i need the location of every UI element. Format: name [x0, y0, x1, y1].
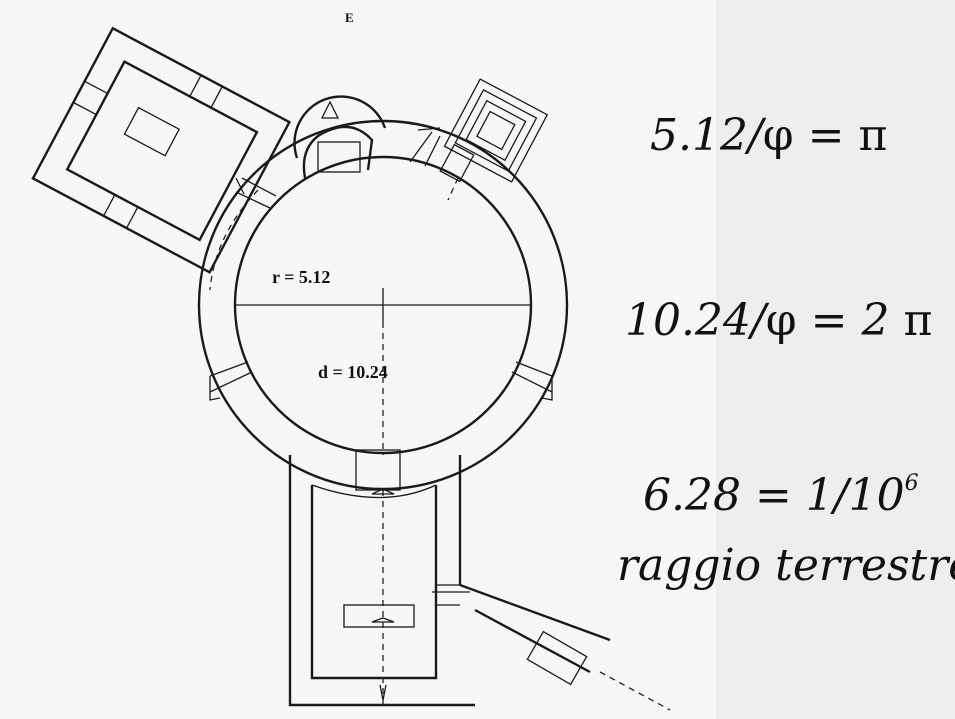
apse-outer-wall — [293, 95, 387, 159]
corner-room-window-top — [188, 74, 224, 109]
formula-2-phi: φ — [765, 295, 797, 346]
formula-2-rhs: π — [889, 295, 933, 346]
formula-two-pi: 10.24/φ = 2 π — [625, 295, 932, 346]
corridor-wall-upper — [459, 583, 611, 642]
formula-4-text: raggio terrestre — [617, 540, 955, 591]
corner-room-inner-wall — [65, 60, 259, 242]
annex-passage — [355, 449, 401, 491]
formula-1-rhs: π — [858, 110, 888, 161]
apse-window — [320, 100, 340, 119]
corner-room-window-left — [72, 80, 109, 116]
corridor-extension — [599, 671, 671, 711]
annex-door — [343, 604, 415, 628]
stair-step-2 — [454, 89, 538, 172]
compass-label: E — [345, 10, 354, 25]
stair-step-4 — [476, 110, 516, 151]
formula-1-equals: = — [793, 110, 859, 161]
formula-2-lhs: 10.24/ — [625, 295, 766, 346]
window-right — [511, 361, 553, 401]
stair-block — [443, 78, 549, 183]
annex-curved-wall — [311, 484, 437, 499]
formula-2-equals: = — [796, 295, 862, 346]
window-top-right — [409, 127, 441, 167]
apse-inner-wall — [302, 125, 374, 179]
formula-3-exponent: 6 — [904, 471, 919, 496]
stair-connection — [447, 177, 459, 201]
diameter-label: d = 10.24 — [318, 362, 388, 382]
floor-plan-drawing: E r = 5.12 d = 10.24 — [31, 10, 671, 711]
annex-inner-wall — [310, 485, 438, 680]
formula-1-lhs: 5.12/ — [650, 110, 763, 161]
axis-arrow-marks — [371, 488, 395, 623]
apse-niche — [317, 141, 361, 173]
corridor-end-block — [526, 630, 588, 686]
corner-room-niche — [123, 106, 181, 157]
corridor-wall-lower — [474, 608, 591, 674]
formula-pi: 5.12/φ = π — [650, 110, 887, 161]
formula-earth-ratio: 6.28 = 1/106 — [643, 470, 919, 521]
corner-room — [31, 26, 291, 274]
corner-room-connection — [209, 189, 259, 291]
stair-step-1 — [443, 78, 549, 183]
radius-label: r = 5.12 — [272, 267, 330, 287]
formula-earth-radius-caption: raggio terrestre — [617, 540, 955, 591]
corridor-door — [432, 584, 470, 606]
stair-door — [439, 143, 475, 183]
formula-1-phi: φ — [762, 110, 794, 161]
formula-3-text: 6.28 = 1/10 — [643, 470, 905, 521]
window-top-left — [235, 177, 277, 209]
annex-outer-wall-left — [288, 455, 475, 707]
formula-2-coefficient: 2 — [861, 295, 890, 346]
window-left — [209, 361, 253, 401]
bottom-arrow — [379, 684, 387, 701]
corner-room-window-bottom — [102, 193, 139, 230]
stair-step-3 — [465, 99, 527, 162]
floor-plan: E r = 5.12 d = 10.24 — [31, 10, 671, 711]
